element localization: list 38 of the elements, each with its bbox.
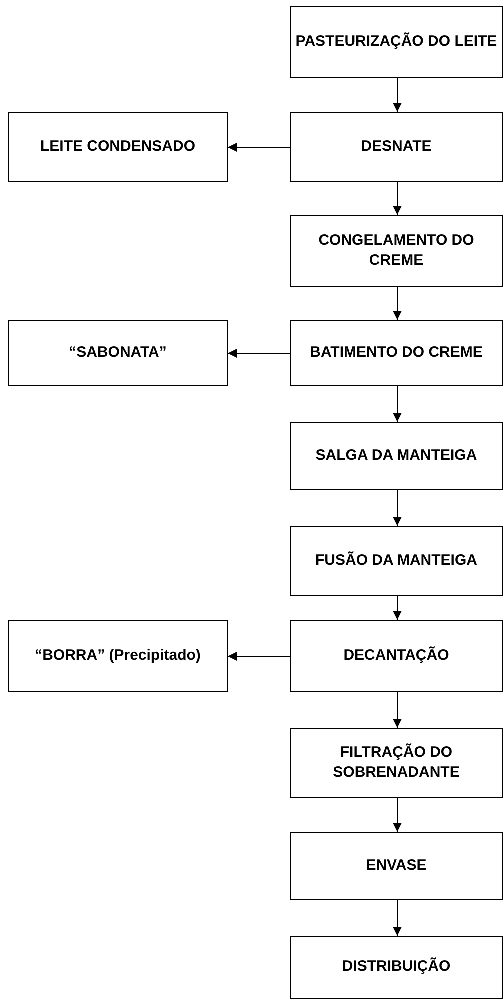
process-box [8, 620, 228, 692]
arrow [393, 692, 402, 728]
process-box [290, 526, 503, 596]
step-label: DISTRIBUIÇÃO [342, 957, 451, 978]
arrow [393, 78, 402, 112]
step-label: “SABONATA” [69, 342, 167, 363]
arrow [393, 596, 402, 620]
process-box [290, 422, 503, 490]
arrow [393, 182, 402, 216]
arrow [393, 798, 402, 832]
arrow [393, 286, 402, 320]
arrow [228, 349, 290, 358]
step-label: FUSÃO DA MANTEIGA [316, 550, 478, 571]
step-label: SALGA DA MANTEIGA [316, 446, 478, 466]
process-box [290, 936, 503, 999]
step-label: CONGELAMENTO DO CREME [318, 230, 476, 271]
process-box [8, 112, 228, 182]
process-box [8, 320, 228, 386]
step-label: “BORRA” (Precipitado) [35, 646, 201, 666]
process-box [290, 215, 503, 287]
step-label: FILTRAÇÃO DO SOBRENADANTE [332, 742, 461, 783]
step-label: ENVASE [366, 856, 427, 876]
step-label: DECANTAÇÃO [344, 646, 450, 666]
process-box [290, 832, 503, 900]
step-label: PASTEURIZAÇÃO DO LEITE [296, 32, 498, 52]
arrow [228, 143, 290, 152]
step-label: DESNATE [361, 136, 432, 157]
process-box [290, 6, 503, 78]
arrow [393, 386, 402, 422]
process-box [290, 728, 503, 798]
process-box [290, 320, 503, 386]
process-box [290, 112, 503, 182]
step-label: BATIMENTO DO CREME [310, 342, 483, 363]
arrow [393, 900, 402, 936]
arrow [393, 490, 402, 526]
process-box [290, 620, 503, 692]
step-label: LEITE CONDENSADO [40, 136, 196, 157]
arrow [228, 652, 290, 661]
